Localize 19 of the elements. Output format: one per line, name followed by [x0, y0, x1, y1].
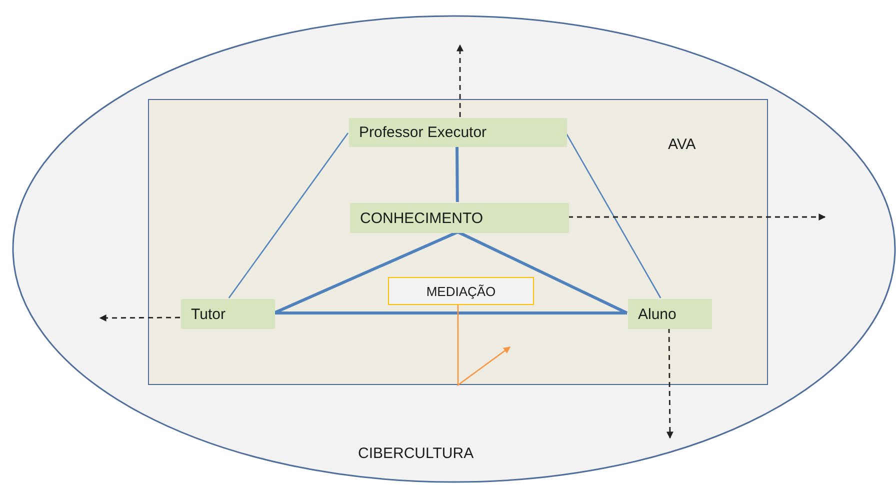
concept-box: Professor Executor: [349, 118, 567, 147]
connector-line: [457, 230, 628, 314]
connector-line: [565, 132, 662, 298]
concept-box: Tutor: [181, 299, 275, 329]
arrow: [99, 314, 180, 322]
mediation-box: MEDIAÇÃO: [388, 277, 534, 305]
arrow: [457, 304, 511, 386]
environment-frame: [148, 99, 768, 385]
region-label: CIBERCULTURA: [358, 445, 474, 462]
concept-box: CONHECIMENTO: [350, 203, 569, 233]
connector-line: [273, 230, 458, 314]
frame-label: AVA: [668, 136, 696, 153]
arrow: [456, 44, 464, 117]
connector-line: [456, 146, 459, 202]
arrow: [568, 214, 826, 220]
connector-line: [228, 132, 349, 298]
concept-box: Aluno: [628, 299, 712, 329]
arrow: [666, 328, 674, 439]
connector-line: [274, 312, 627, 314]
